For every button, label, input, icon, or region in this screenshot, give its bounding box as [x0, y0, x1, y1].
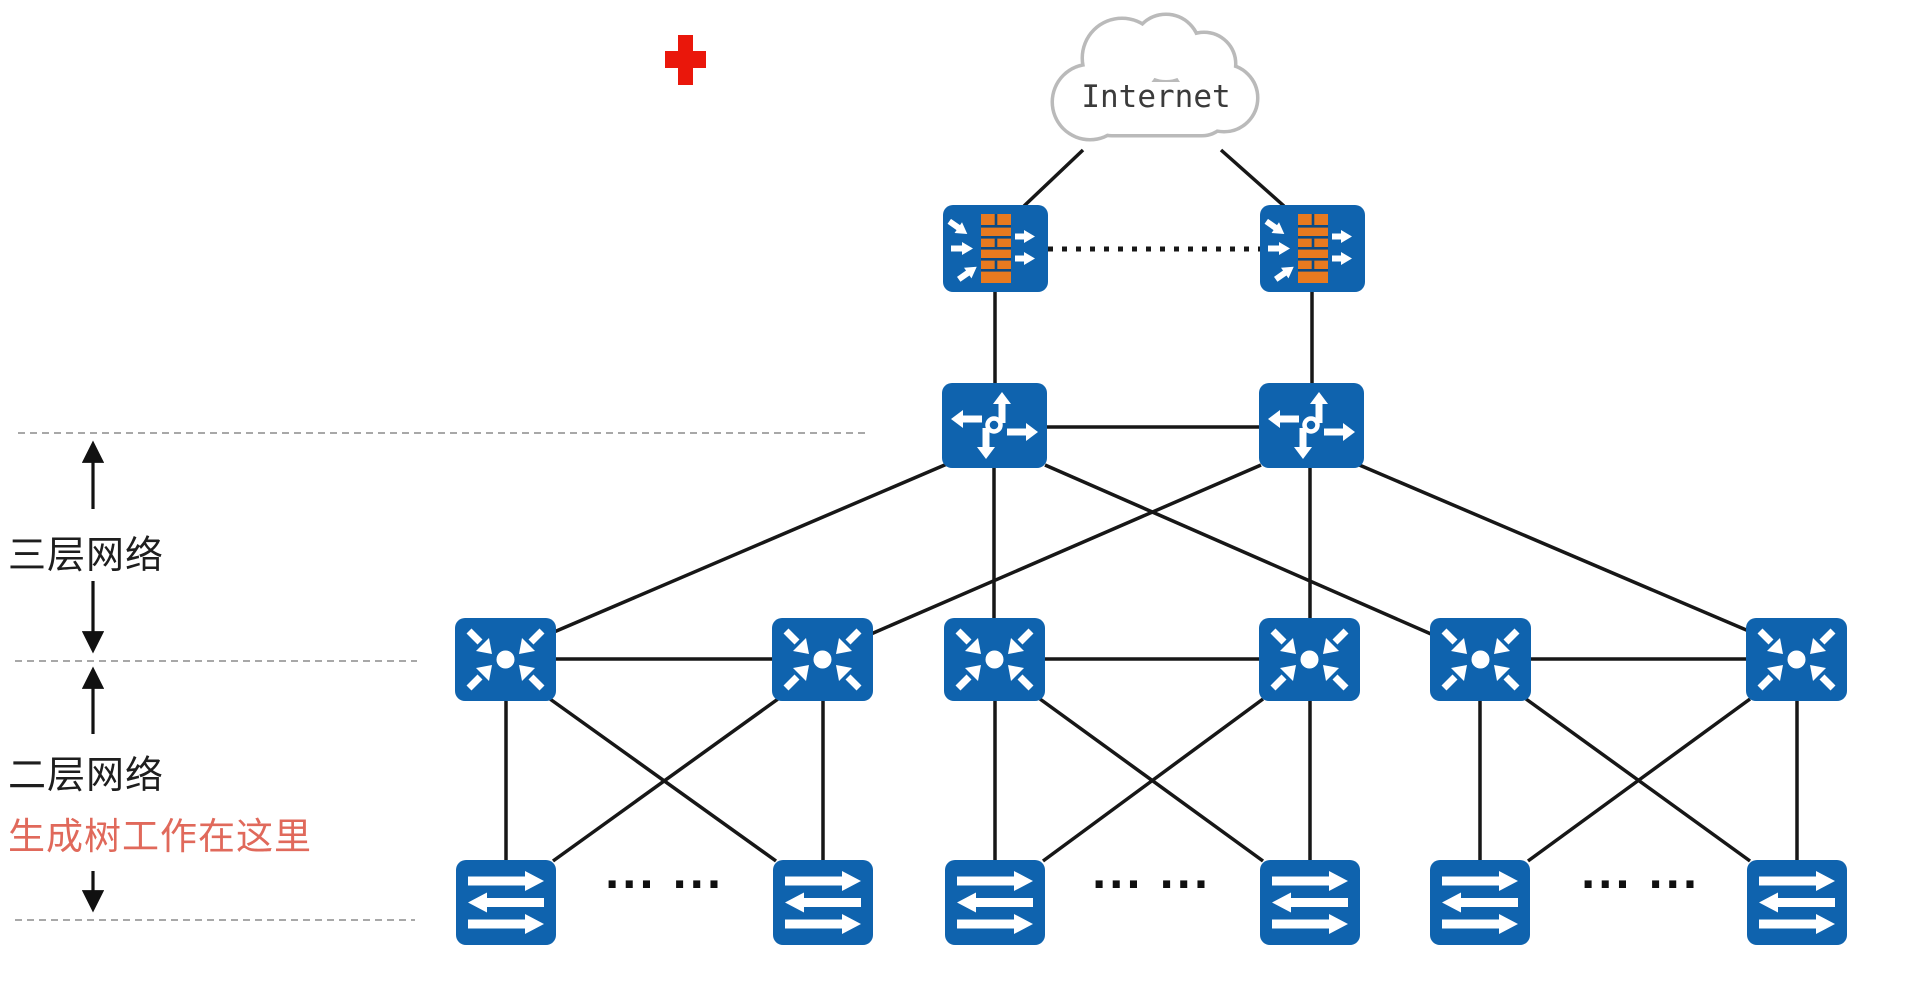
- edge-core-router-2-agg-switch-2: [870, 463, 1262, 636]
- ellipsis-pod2: ... ...: [1091, 852, 1211, 898]
- red-cross-horizontal-bar: [665, 51, 706, 68]
- edge-core-router-2-agg-switch-6: [1356, 462, 1752, 634]
- edge-agg-switch-2-access-switch-1: [551, 697, 780, 863]
- ellipsis-pod1: ... ...: [604, 852, 724, 898]
- internet-cloud: Internet: [1038, 6, 1270, 162]
- layer2-network-label: 二层网络: [8, 753, 165, 797]
- cloud-icon: Internet: [1050, 12, 1260, 142]
- edge-core-router-1-agg-switch-1: [553, 462, 948, 634]
- layer3-network-label: 三层网络: [8, 533, 165, 577]
- spanning-tree-note-label: 生成树工作在这里: [8, 815, 312, 858]
- internet-label: Internet: [1081, 79, 1230, 115]
- edge-agg-switch-6-access-switch-5: [1526, 697, 1752, 863]
- edge-core-router-1-agg-switch-5: [1044, 463, 1432, 636]
- ellipsis-pod3: ... ...: [1580, 852, 1700, 898]
- edge-internet-cloud-firewall-1: [1022, 148, 1085, 208]
- red-cross-icon: [665, 35, 706, 85]
- edge-internet-cloud-firewall-2: [1219, 148, 1286, 208]
- edge-agg-switch-4-access-switch-3: [1041, 697, 1265, 863]
